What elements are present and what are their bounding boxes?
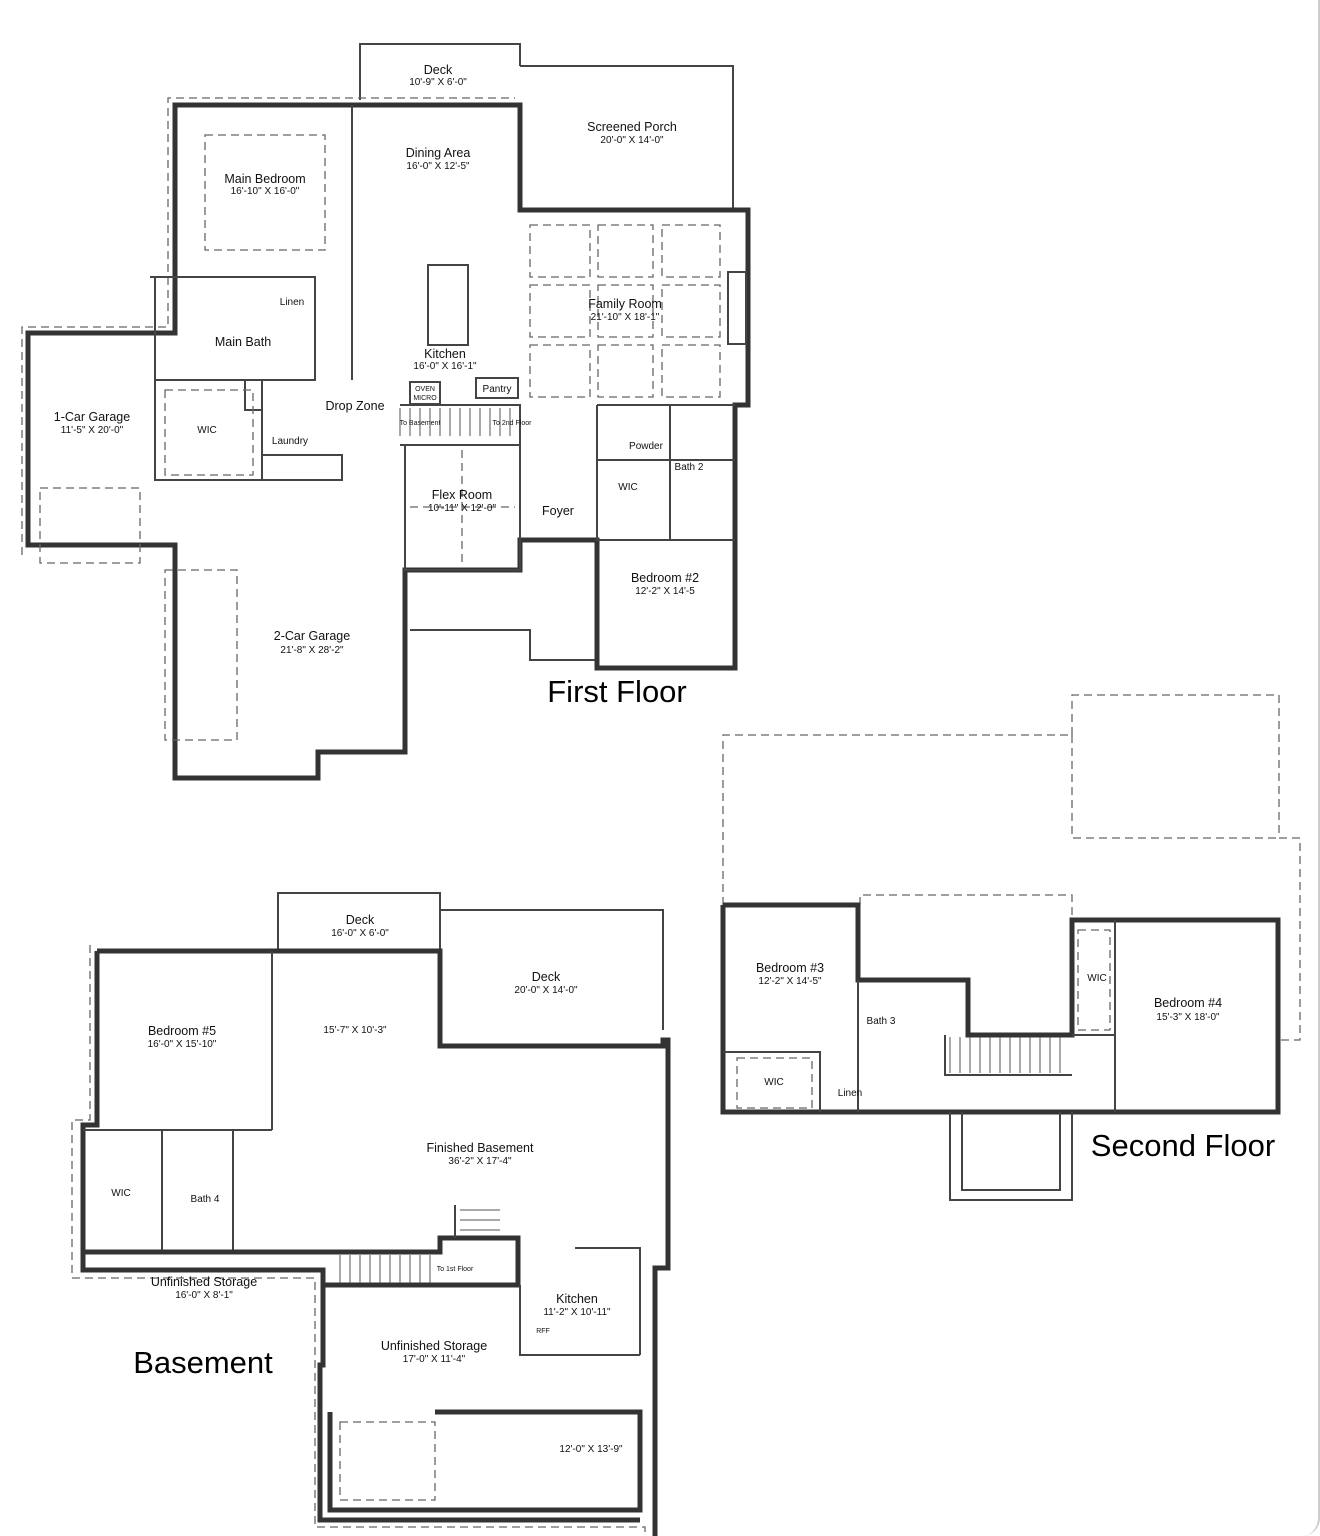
- label-main-bath: Main Bath: [215, 335, 271, 349]
- room-size: 12'-2" X 14'-5: [635, 586, 695, 597]
- label-drop-zone: Drop Zone: [325, 399, 384, 413]
- first-floor-plan: [21, 43, 751, 781]
- label-wic: WIC: [111, 1188, 130, 1199]
- room-size: 21'-10" X 18'-1": [591, 312, 660, 323]
- label-linen: Linen: [280, 297, 304, 308]
- label-wic-2: WIC: [618, 482, 637, 493]
- room-size: 36'-2" X 17'-4": [448, 1156, 512, 1167]
- room-size: 20'-0" X 14'-0": [600, 135, 664, 146]
- label-pantry: Pantry: [483, 384, 512, 395]
- room-size: 10'-11" X 12'-0": [428, 503, 496, 514]
- room-size: 16'-0" X 8'-1": [175, 1290, 233, 1301]
- room-name: Deck: [424, 63, 453, 77]
- label-oven: OVEN: [415, 386, 435, 393]
- label-wic: WIC: [197, 425, 216, 436]
- label-wic: WIC: [1087, 973, 1106, 984]
- label-bath-2: Bath 2: [675, 462, 704, 473]
- room-name: Deck: [532, 970, 561, 984]
- room-name: Bedroom #3: [756, 961, 824, 975]
- label-bath-4: Bath 4: [191, 1194, 220, 1205]
- room-size: 16'-0" X 16'-1": [413, 361, 477, 372]
- label-to-1st-floor: To 1st Floor: [437, 1266, 474, 1273]
- room-size: 11'-2" X 10'-11": [543, 1307, 611, 1318]
- room-size: 16'-10" X 16'-0": [231, 186, 300, 197]
- room-name: Kitchen: [424, 347, 466, 361]
- room-name: Finished Basement: [426, 1141, 534, 1155]
- label-linen: Linen: [838, 1088, 862, 1099]
- label-bath-3: Bath 3: [867, 1016, 896, 1027]
- room-name: Unfinished Storage: [151, 1275, 257, 1289]
- room-name: Flex Room: [432, 488, 492, 502]
- room-size: 21'-8" X 28'-2": [280, 645, 344, 656]
- room-size: 20'-0" X 14'-0": [514, 985, 578, 996]
- room-size: 16'-0" X 12'-5": [406, 161, 470, 172]
- room-size: 12'-2" X 14'-5": [758, 976, 822, 987]
- label-wic: WIC: [764, 1077, 783, 1088]
- room-name: Dining Area: [406, 146, 471, 160]
- label-foyer: Foyer: [542, 504, 574, 518]
- room-name: Screened Porch: [587, 120, 677, 134]
- room-size: 17'-0" X 11'-4": [403, 1354, 466, 1365]
- room-name: Kitchen: [556, 1292, 598, 1306]
- room-name: Bedroom #2: [631, 571, 699, 585]
- room-size: 10'-9" X 6'-0": [409, 77, 467, 88]
- basement-title: Basement: [133, 1345, 273, 1380]
- room-size: 15'-7" X 10'-3": [323, 1025, 387, 1036]
- room-name: Deck: [346, 913, 375, 927]
- basement-labels: Deck 16'-0" X 6'-0" Deck 20'-0" X 14'-0"…: [111, 913, 623, 1455]
- room-size: 16'-0" X 6'-0": [331, 928, 389, 939]
- room-name: Main Bedroom: [224, 172, 305, 186]
- second-floor-title: Second Floor: [1091, 1128, 1275, 1163]
- room-name: 2-Car Garage: [274, 629, 350, 643]
- room-name: Bedroom #4: [1154, 996, 1222, 1010]
- room-size: 11'-5" X 20'-0": [61, 425, 124, 436]
- room-name: Family Room: [588, 297, 662, 311]
- first-floor-labels: Deck 10'-9" X 6'-0" Screened Porch 20'-0…: [54, 63, 704, 709]
- room-size: 16'-0" X 15'-10": [148, 1039, 217, 1050]
- room-size: 12'-0" X 13'-9": [559, 1444, 623, 1455]
- room-name: 1-Car Garage: [54, 410, 130, 424]
- room-name: Unfinished Storage: [381, 1339, 487, 1353]
- second-floor-labels: Bedroom #3 12'-2" X 14'-5" Bedroom #4 15…: [756, 961, 1275, 1163]
- room-name: Bedroom #5: [148, 1024, 216, 1038]
- room-size: 15'-3" X 18'-0": [1156, 1012, 1220, 1023]
- label-to-basement: To Basement: [400, 420, 441, 427]
- label-to-2nd-floor: To 2nd Floor: [493, 420, 533, 427]
- second-floor-plan: [720, 694, 1301, 1201]
- basement-plan: [71, 892, 671, 1536]
- label-rff: RFF: [536, 1328, 550, 1335]
- label-laundry: Laundry: [272, 436, 308, 447]
- label-micro: MICRO: [413, 395, 437, 402]
- label-powder: Powder: [629, 441, 664, 452]
- first-floor-title: First Floor: [547, 674, 687, 709]
